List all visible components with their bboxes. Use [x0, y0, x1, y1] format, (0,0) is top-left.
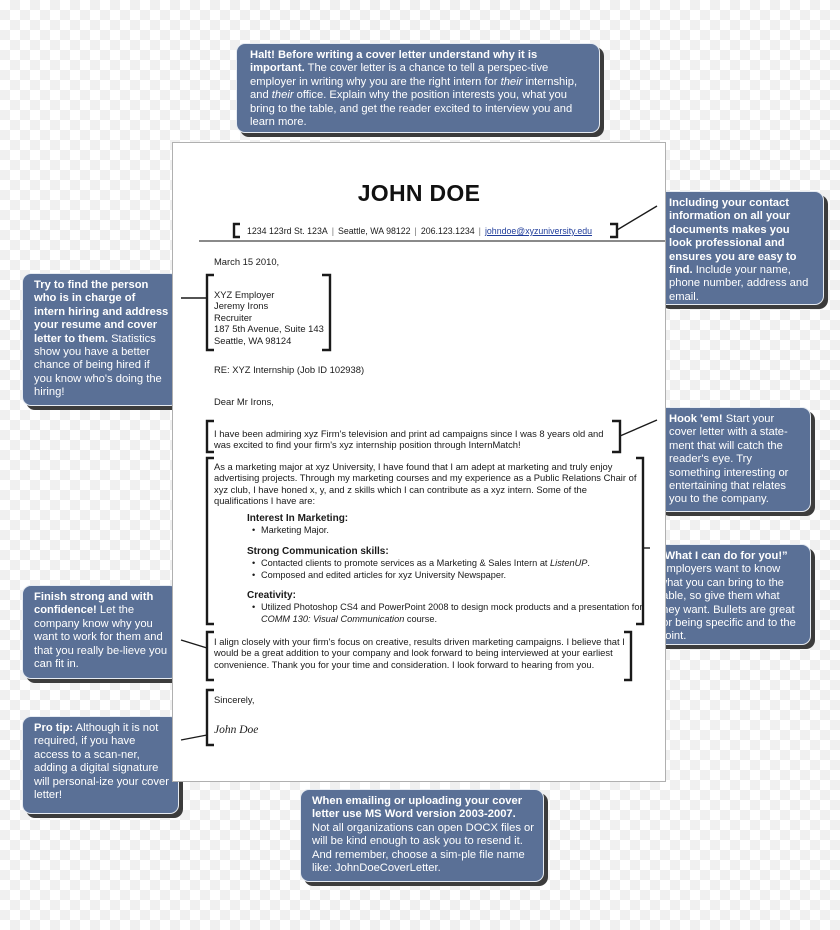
- callout-pro-tip: Pro tip: Although it is not required, if…: [22, 716, 179, 814]
- closing-paragraph: I align closely with your firm's focus o…: [214, 636, 625, 670]
- callout-title: Try to find the person who is in charge …: [34, 279, 169, 345]
- callout-find-person: Try to find the person who is in charge …: [22, 273, 179, 406]
- recipient-line: Jeremy Irons: [214, 300, 269, 312]
- bullet-item: Marketing Major.: [252, 525, 637, 537]
- callout-emphasis: their: [271, 89, 294, 102]
- header-divider: [199, 240, 665, 242]
- callout-text: Not all organizations can open DOCX file…: [312, 821, 534, 875]
- letter-signoff: Sincerely,: [214, 694, 255, 705]
- recipient-block: XYZ Employer Jeremy Irons Recruiter 187 …: [214, 289, 324, 346]
- contact-separator: |: [331, 226, 334, 236]
- bullet-item: Utilized Photoshop CS4 and PowerPoint 20…: [252, 602, 645, 625]
- callout-title: Finish strong and with confidence!: [34, 591, 154, 617]
- callout-title: Halt! Before writing a cover letter unde…: [250, 49, 538, 75]
- qualification-section: Interest In Marketing: Marketing Major.: [247, 513, 637, 537]
- bullet-item: Composed and edited articles for xyz Uni…: [252, 570, 637, 582]
- callout-text: Statistics show you have a better chance…: [34, 332, 162, 399]
- callout-title: When emailing or uploading your cover le…: [312, 795, 523, 821]
- contact-city: Seattle, WA 98122: [338, 226, 411, 236]
- letter-re-line: RE: XYZ Internship (Job ID 102938): [214, 364, 365, 375]
- callout-text: Employers want to know what you can brin…: [659, 563, 796, 643]
- callout-emphasis: their: [500, 75, 523, 88]
- recipient-line: Seattle, WA 98124: [214, 334, 292, 346]
- section-heading: Interest In Marketing:: [247, 513, 349, 524]
- callout-text: internship, and: [250, 75, 578, 102]
- callout-email-format: When emailing or uploading your cover le…: [300, 789, 544, 882]
- recipient-line: XYZ Employer: [214, 289, 275, 300]
- contact-email-link[interactable]: johndoe@xyzuniversity.edu: [484, 226, 593, 236]
- callout-title: Pro tip:: [34, 722, 74, 734]
- letter-name-heading: JOHN DOE: [357, 180, 481, 206]
- recipient-line: Recruiter: [214, 311, 253, 323]
- recipient-line: 187 5th Avenue, Suite 143: [214, 323, 324, 335]
- letter-salutation: Dear Mr Irons,: [214, 396, 274, 407]
- contact-address: 1234 123rd St. 123A: [247, 226, 328, 236]
- qualification-section: Strong Communication skills: Contacted c…: [247, 546, 637, 582]
- callout-contact-info: Including your contact information on al…: [657, 191, 824, 305]
- hook-paragraph: I have been admiring xyz Firm's televisi…: [214, 428, 604, 451]
- contact-separator: |: [478, 226, 481, 236]
- body-paragraph: As a marketing major at xyz University, …: [214, 461, 637, 507]
- callout-text: Let the company know why you want to wor…: [34, 604, 168, 671]
- contact-separator: |: [414, 226, 417, 236]
- qualification-section: Creativity: Utilized Photoshop CS4 and P…: [247, 590, 645, 625]
- section-heading: Strong Communication skills:: [247, 546, 389, 557]
- callout-text: office. Explain why the position interes…: [250, 89, 573, 129]
- letter-date: March 15 2010,: [214, 256, 280, 267]
- callout-text: The cover letter is a chance to tell a p…: [250, 62, 549, 88]
- callout-text: Although it is not required, if you have…: [34, 722, 169, 802]
- callout-title: Hook 'em!: [669, 413, 723, 425]
- callout-text: Start your cover letter with a state-men…: [669, 413, 789, 506]
- contact-phone: 206.123.1234: [420, 226, 475, 236]
- callout-what-i-can-do: “What I can do for you!” Employers want …: [647, 544, 811, 645]
- callout-finish-strong: Finish strong and with confidence! Let t…: [22, 585, 179, 679]
- callout-title: Including your contact information on al…: [669, 197, 797, 277]
- cover-letter-page: JOHN DOE 1234 123rd St. 123A|Seattle, WA…: [172, 142, 666, 782]
- digital-signature: John Doe: [214, 724, 259, 736]
- section-heading: Creativity:: [247, 590, 296, 601]
- callout-hook-em: Hook 'em! Start your cover letter with a…: [657, 407, 811, 512]
- letter-contact-line: 1234 123rd St. 123A|Seattle, WA 98122|20…: [247, 226, 592, 236]
- callout-title: “What I can do for you!”: [659, 550, 788, 562]
- bullet-item: Contacted clients to promote services as…: [252, 558, 637, 570]
- callout-why-cover-letter: Halt! Before writing a cover letter unde…: [236, 43, 600, 133]
- callout-text: Include your name, phone number, address…: [669, 264, 809, 303]
